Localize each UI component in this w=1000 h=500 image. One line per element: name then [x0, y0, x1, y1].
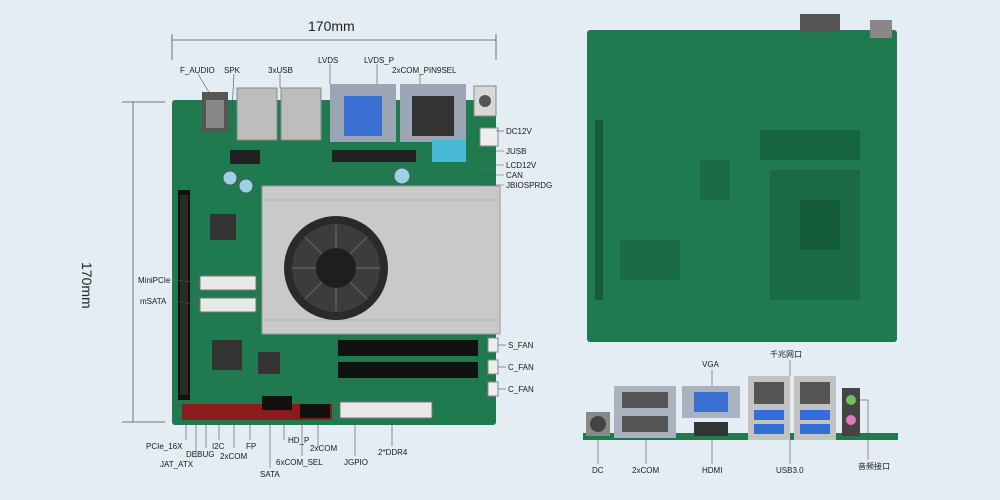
- label-2xcom-b: 2xCOM: [310, 444, 338, 453]
- label-c-fan-1: C_FAN: [508, 363, 534, 372]
- io-panel: [583, 376, 898, 440]
- label-2xcom-a: 2xCOM: [220, 452, 248, 461]
- label-ddr4: 2*DDR4: [378, 448, 408, 457]
- height-dimension: 170mm: [79, 262, 95, 309]
- label-s-fan: S_FAN: [508, 341, 534, 350]
- label-pcie-16x: PCIe_16X: [146, 442, 183, 451]
- label-io-vga: VGA: [702, 360, 719, 369]
- label-io-usb30: USB3.0: [776, 466, 804, 475]
- width-dimension: 170mm: [308, 18, 355, 34]
- label-debug: DEBUG: [186, 450, 215, 459]
- label-fp: FP: [246, 442, 257, 451]
- label-jat-atx: JAT_ATX: [160, 460, 194, 469]
- label-sata: SATA: [260, 470, 280, 479]
- label-3xusb: 3xUSB: [268, 66, 293, 75]
- main-board: [172, 84, 501, 425]
- label-dc12v: DC12V: [506, 127, 532, 136]
- label-jgpio: JGPIO: [344, 458, 369, 467]
- label-lcd12v: LCD12V: [506, 161, 537, 170]
- label-c-fan-2: C_FAN: [508, 385, 534, 394]
- label-msata: mSATA: [140, 297, 167, 306]
- label-lvds-p: LVDS_P: [364, 56, 395, 65]
- label-i2c: I2C: [212, 442, 225, 451]
- label-io-lan: 千兆网口: [770, 350, 802, 359]
- board-back: [587, 14, 897, 342]
- label-com-pin9sel: 2xCOM_PIN9SEL: [392, 66, 457, 75]
- label-jusb: JUSB: [506, 147, 527, 156]
- label-f-audio: F_AUDIO: [180, 66, 215, 75]
- label-io-hdmi: HDMI: [702, 466, 723, 475]
- label-hd-p: HD_P: [288, 436, 310, 445]
- label-io-2xcom: 2xCOM: [632, 466, 660, 475]
- label-minipcie: MiniPCIe: [138, 276, 171, 285]
- label-io-dc: DC: [592, 466, 604, 475]
- label-lvds: LVDS: [318, 56, 339, 65]
- label-jbiosprdg: JBIOSPRDG: [506, 181, 553, 190]
- label-spk: SPK: [224, 66, 241, 75]
- label-6xcom-sel: 6xCOM_SEL: [276, 458, 323, 467]
- label-io-audio: 音频接口: [858, 462, 890, 471]
- label-can: CAN: [506, 171, 523, 180]
